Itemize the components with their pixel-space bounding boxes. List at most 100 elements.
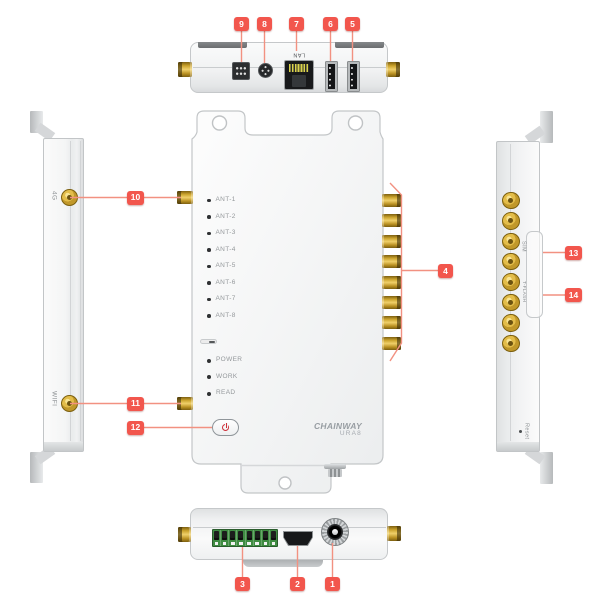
- sma-connector-bottom-right: [387, 526, 401, 541]
- sma-connector-top-right: [386, 62, 400, 77]
- screw-washer: [324, 464, 346, 469]
- led-dot: [207, 198, 211, 203]
- status-label: POWER: [216, 356, 243, 364]
- callout-10: 10: [127, 190, 144, 205]
- sma-connector-top-left: [178, 62, 192, 77]
- callout-5: 5: [345, 17, 360, 31]
- antenna-plug-6: [382, 296, 401, 309]
- antenna-plug-2: [382, 214, 401, 228]
- mount-hole-bottom: [278, 476, 292, 490]
- usb-port-2-opening: [350, 64, 357, 89]
- ant-led-row-5: ANT-5: [207, 263, 236, 271]
- led-dot: [207, 297, 211, 302]
- panel-crease: [510, 144, 511, 441]
- terminal-pin: [229, 530, 238, 546]
- led-dot: [207, 281, 211, 285]
- antenna-plug-5: [382, 275, 401, 289]
- sim-slot-label: SIM: [520, 241, 527, 252]
- panel-bottom-edge: [497, 442, 539, 451]
- status-label: WORK: [216, 372, 238, 380]
- led-dot: [207, 215, 211, 219]
- ant-label: ANT-3: [215, 229, 236, 237]
- terminal-pin: [237, 530, 246, 546]
- led-dot: [207, 375, 211, 379]
- brand-logo: CHAINWAY: [313, 421, 362, 431]
- callout-2: 2: [290, 577, 305, 591]
- cellular-antenna-label: 4G: [50, 191, 58, 201]
- reset-label: Reset: [523, 423, 530, 440]
- led-dot: [207, 391, 211, 396]
- usb-port-1: [325, 61, 338, 92]
- right-bracket-bottom: [540, 452, 553, 484]
- status-label: READ: [216, 389, 236, 397]
- usb-port-2: [347, 61, 360, 92]
- cellular-antenna-port-front: [177, 191, 193, 204]
- ant-label: ANT-6: [215, 278, 236, 286]
- cellular-antenna-connector: [61, 189, 78, 206]
- sma-connector-bottom-left: [178, 527, 191, 542]
- callout-13: 13: [565, 246, 582, 260]
- led-dot: [207, 358, 211, 363]
- ant-label: ANT-5: [215, 262, 236, 270]
- antenna-port-5: [502, 273, 520, 291]
- antenna-plug-7: [382, 316, 401, 330]
- terminal-pin: [213, 530, 222, 546]
- panel-crease: [80, 141, 81, 441]
- ant-led-row-8: ANT-8: [207, 312, 236, 320]
- power-icon: [222, 422, 229, 431]
- callout-12: 12: [127, 420, 144, 435]
- terminal-pin: [270, 530, 277, 546]
- ant-label: ANT-8: [215, 311, 236, 319]
- tflash-slot-label: T-FLASH: [520, 281, 526, 303]
- terminal-pin: [221, 530, 230, 546]
- model-label: URA8: [339, 430, 362, 437]
- callout-4: 4: [438, 264, 453, 278]
- screw-body: [328, 469, 342, 477]
- antenna-port-1: [502, 191, 520, 210]
- antenna-plug-4: [382, 255, 401, 269]
- terminal-block: [212, 529, 278, 547]
- work-led-row: WORK: [207, 373, 238, 381]
- antenna-plug-1: [382, 194, 401, 207]
- antenna-port-3: [502, 232, 520, 250]
- reset-hole: [519, 430, 522, 433]
- ant-led-row-2: ANT-2: [207, 213, 236, 221]
- callout-7: 7: [289, 17, 304, 31]
- lan-port: [284, 60, 314, 90]
- front-slot-mark: [200, 339, 217, 344]
- mount-hole-top-left: [211, 115, 228, 131]
- wifi-antenna-connector: [61, 395, 78, 412]
- wifi-antenna-label: WIFI: [50, 391, 58, 407]
- callout-1: 1: [325, 577, 340, 591]
- antenna-port-7: [502, 314, 520, 332]
- dc-jack-pin: [331, 528, 339, 536]
- ant-label: ANT-7: [215, 295, 236, 303]
- callout-14: 14: [565, 288, 582, 302]
- io-pin-connector: [232, 62, 250, 80]
- slot-mark-dark: [209, 340, 215, 343]
- top-mount-pad-left: [198, 42, 247, 48]
- sim-tflash-cover: [526, 231, 543, 318]
- hdmi-port: [283, 531, 313, 546]
- ant-led-row-4: ANT-4: [207, 246, 236, 254]
- panel-crease: [70, 141, 71, 441]
- usb-port-1-opening: [328, 64, 335, 89]
- lan-port-opening: [292, 75, 306, 87]
- callout-6: 6: [323, 17, 338, 31]
- ant-label: ANT-1: [215, 196, 236, 204]
- read-led-row: READ: [207, 390, 235, 398]
- bottom-panel-seam: [193, 527, 386, 528]
- terminal-pin: [246, 530, 254, 546]
- led-dot: [207, 248, 211, 252]
- terminal-pin: [262, 530, 270, 546]
- ant-led-row-1: ANT-1: [207, 197, 236, 205]
- mount-hole-top-right: [347, 115, 364, 131]
- led-dot: [207, 264, 211, 269]
- panel-bottom-edge: [44, 442, 83, 451]
- callout-11: 11: [127, 396, 144, 411]
- ant-label: ANT-4: [215, 245, 236, 253]
- antenna-plug-3: [382, 234, 401, 248]
- power-led-row: POWER: [207, 357, 242, 365]
- lan-port-label: LAN: [292, 51, 306, 58]
